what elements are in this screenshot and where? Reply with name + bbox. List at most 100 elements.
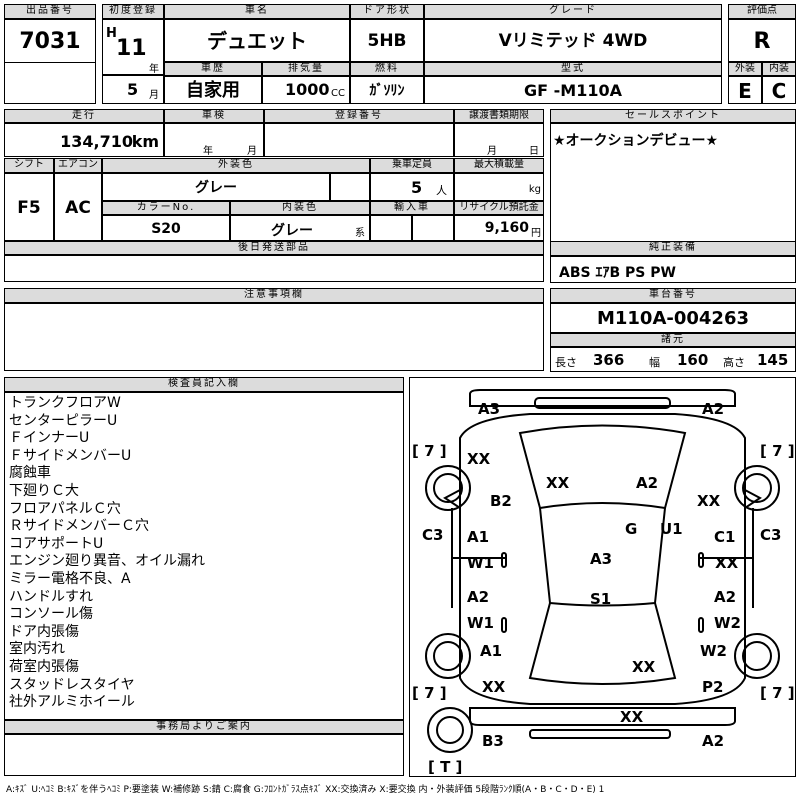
lot-label: 出品番号 [4, 4, 96, 19]
score-label: 評価点 [728, 4, 796, 19]
history-label: 車歴 [164, 62, 262, 76]
inspector-line: フロアパネルＣ穴 [9, 500, 121, 517]
spare-tire [427, 707, 473, 753]
wheel-fr-hub [742, 473, 772, 503]
door-handle-rr [698, 617, 704, 633]
wheel-fl-hub [433, 473, 463, 503]
damage-mark: A1 [480, 642, 503, 660]
inspector-line: 下廻りＣ大 [9, 483, 79, 499]
capacity-label: 乗車定員 [370, 158, 454, 173]
length-value: 366 [593, 351, 625, 369]
damage-mark: C1 [714, 528, 736, 546]
front-bumper-shape [469, 389, 736, 407]
damage-mark: [ 7 ] [412, 442, 447, 460]
capacity-unit: 人 [436, 184, 447, 197]
exterior-score: E [728, 76, 762, 104]
chassis-value: M110A-004263 [550, 303, 796, 333]
length-label: 長さ [555, 356, 577, 369]
late-parts-label: 後日発送部品 [4, 241, 544, 255]
transfer-label: 譲渡書類期限 [454, 109, 544, 123]
int-color-cell: グレー 系 [230, 215, 370, 241]
damage-mark: A2 [636, 474, 659, 492]
damage-mark: B2 [490, 492, 512, 510]
damage-mark: XX [620, 708, 644, 726]
recycle-label: リサイクル預託金 [454, 201, 544, 215]
door-handle-fr [698, 552, 704, 568]
first-reg-month: 5 [127, 80, 139, 99]
damage-mark: XX [715, 554, 739, 572]
mileage-cell: 134,710 km [4, 123, 164, 157]
year-unit: 年 [149, 64, 159, 75]
height-label: 高さ [723, 356, 745, 369]
wheel-rl [425, 633, 471, 679]
max-load-cell: kg [454, 173, 544, 201]
damage-mark: W1 [467, 554, 494, 572]
damage-mark: A2 [714, 588, 737, 606]
door-value: 5HB [350, 19, 424, 62]
office-box [4, 734, 404, 776]
damage-mark: P2 [702, 678, 724, 696]
damage-mark: A2 [702, 732, 725, 750]
wheel-rr [734, 633, 780, 679]
month-unit: 月 [149, 90, 159, 101]
ext-color-extra [330, 173, 370, 201]
inspector-line: センターピラーU [9, 412, 118, 429]
first-reg-year: 11 [116, 36, 147, 61]
history-value: 自家用 [164, 76, 262, 104]
car-name-label: 車名 [164, 4, 350, 19]
equipment-cell: ABS ｴｱB PS PW [550, 256, 796, 283]
door-handle-fl [501, 552, 507, 568]
model-label: 型式 [424, 62, 722, 76]
inspector-label: 検査員記入欄 [4, 377, 404, 392]
inspector-line: ハンドルすれ [9, 588, 93, 605]
mileage-value: 134,710 [60, 132, 133, 151]
damage-mark: A2 [702, 400, 725, 418]
inspector-line: コアサポートU [9, 535, 104, 552]
recycle-value: 9,160 [484, 220, 529, 236]
ext-color-label: 外装色 [102, 158, 370, 173]
damage-mark: S1 [590, 590, 612, 608]
damage-mark: [ 7 ] [760, 684, 795, 702]
damage-mark: A1 [467, 528, 490, 546]
interior-label: 内装 [762, 62, 796, 76]
legend-text: A:ｷｽﾞ U:ﾍｺﾐ B:ｷｽﾞを伴うﾍｺﾐ P:要塗装 W:補修跡 S:錆 … [6, 785, 605, 795]
first-reg-year-cell: H 11 年 [102, 19, 164, 75]
reg-no-value [264, 123, 454, 157]
transfer-month-unit: 月 [487, 146, 497, 157]
import-label: 輸入車 [370, 201, 454, 215]
inspector-line: ＦインナーU [9, 430, 90, 447]
damage-mark: A3 [590, 550, 613, 568]
inspector-line: ＲサイドメンバーＣ穴 [9, 518, 149, 535]
mirror-shapes [443, 488, 762, 510]
damage-mark: XX [482, 678, 506, 696]
transfer-cell: 月 日 [454, 123, 544, 157]
recycle-unit: 円 [531, 228, 541, 239]
damage-mark: XX [467, 450, 491, 468]
damage-mark: [ 7 ] [412, 684, 447, 702]
inspector-line: ミラー電格不良、A [9, 571, 131, 587]
wheel-rr-hub [742, 641, 772, 671]
transfer-day-unit: 日 [529, 146, 539, 157]
inspection-label: 車検 [164, 109, 264, 123]
max-load-unit: kg [528, 184, 541, 195]
chassis-label: 車台番号 [550, 288, 796, 303]
equipment-label: 純正装備 [550, 241, 796, 256]
int-color-unit: 系 [355, 228, 365, 239]
displacement-cell: 1000 CC [262, 76, 350, 104]
lot-number: 7031 [4, 19, 96, 63]
inspector-line: 荷室内張傷 [9, 659, 79, 675]
inspector-line: 社外アルミホイール [9, 694, 135, 711]
inspection-month-unit: 月 [247, 146, 257, 157]
damage-mark: XX [697, 492, 721, 510]
dims-cell: 長さ 366 幅 160 高さ 145 [550, 347, 796, 372]
inspector-line: ドア内張傷 [9, 623, 79, 640]
damage-mark: [ T ] [428, 758, 463, 776]
aircon-value: AC [54, 173, 102, 241]
damage-mark: A2 [467, 588, 490, 606]
car-name: デュエット [164, 19, 350, 62]
sales-point-text: ★オークションデビュー★ [553, 133, 719, 149]
damage-mark: W2 [714, 614, 741, 632]
spare-tire-hub [436, 716, 464, 744]
score-value: R [728, 19, 796, 62]
